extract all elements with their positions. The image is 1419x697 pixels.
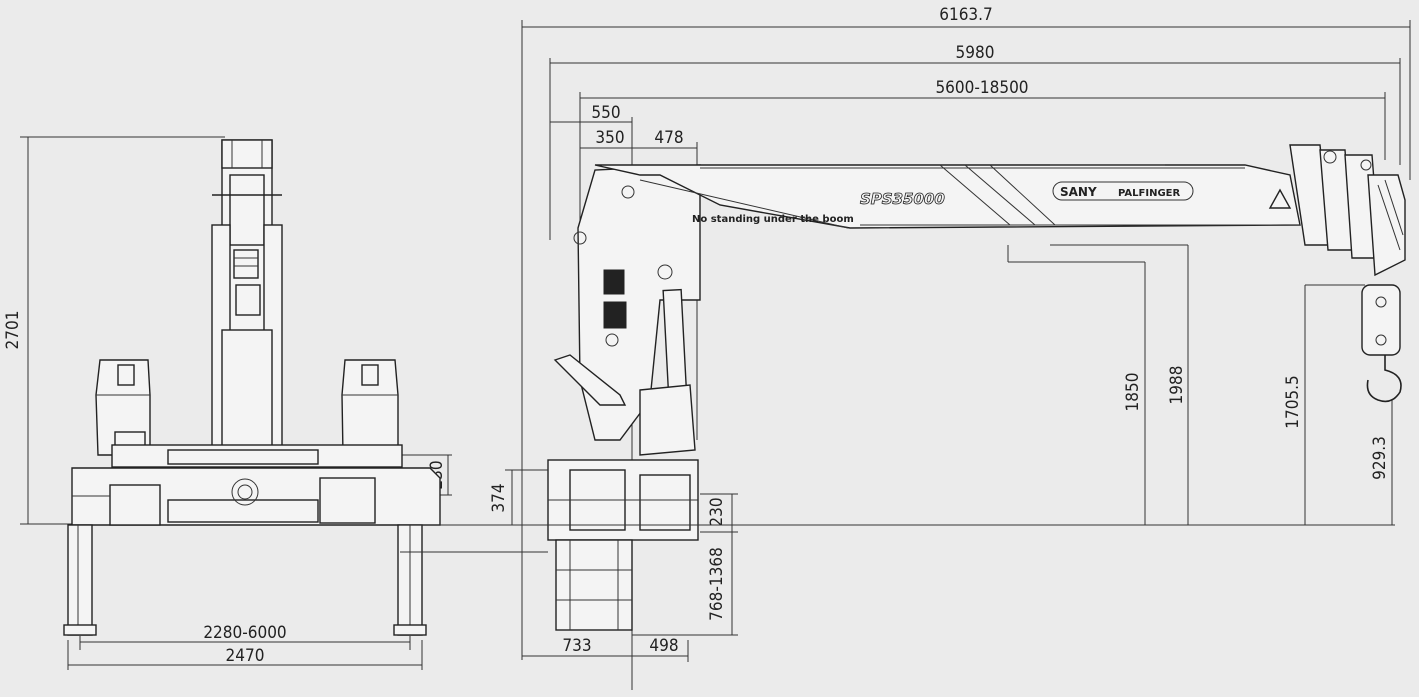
front-view: 2701 230 bbox=[3, 136, 548, 670]
dim-478: 478 bbox=[654, 128, 683, 148]
dim-base-right: 498 bbox=[649, 636, 678, 656]
dim-outrigger-width: 2470 bbox=[226, 646, 265, 666]
dim-hook-1988: 1988 bbox=[1167, 366, 1187, 405]
dim-550: 550 bbox=[591, 103, 620, 123]
dim-stab-drop: 768-1368 bbox=[707, 547, 727, 621]
dim-350: 350 bbox=[595, 128, 624, 148]
dim-height-total: 2701 bbox=[3, 311, 23, 350]
dim-reach-range: 5600-18500 bbox=[935, 78, 1028, 98]
warning-label: No standing under the boom bbox=[692, 214, 854, 225]
dim-base-left: 733 bbox=[562, 636, 591, 656]
dim-stab-height: 230 bbox=[707, 497, 727, 526]
dim-reach-base: 5980 bbox=[956, 43, 995, 63]
dim-hook-1850: 1850 bbox=[1123, 373, 1143, 412]
brand-sany: SANY bbox=[1060, 185, 1097, 199]
dim-hook-1705: 1705.5 bbox=[1283, 375, 1303, 429]
dim-base-height: 374 bbox=[489, 483, 509, 512]
top-dimensions: 6163.7 5980 5600-18500 550 350 478 bbox=[521, 5, 1411, 690]
side-view: SANY PALFINGER SPS35000 No standing unde… bbox=[400, 144, 1406, 662]
dim-outrigger-span: 2280-6000 bbox=[203, 623, 286, 643]
dim-overall-length: 6163.7 bbox=[939, 5, 993, 25]
brand-palfinger: PALFINGER bbox=[1118, 188, 1180, 199]
dim-hook-929: 929.3 bbox=[1370, 436, 1390, 480]
model-label: SPS35000 bbox=[860, 190, 945, 208]
